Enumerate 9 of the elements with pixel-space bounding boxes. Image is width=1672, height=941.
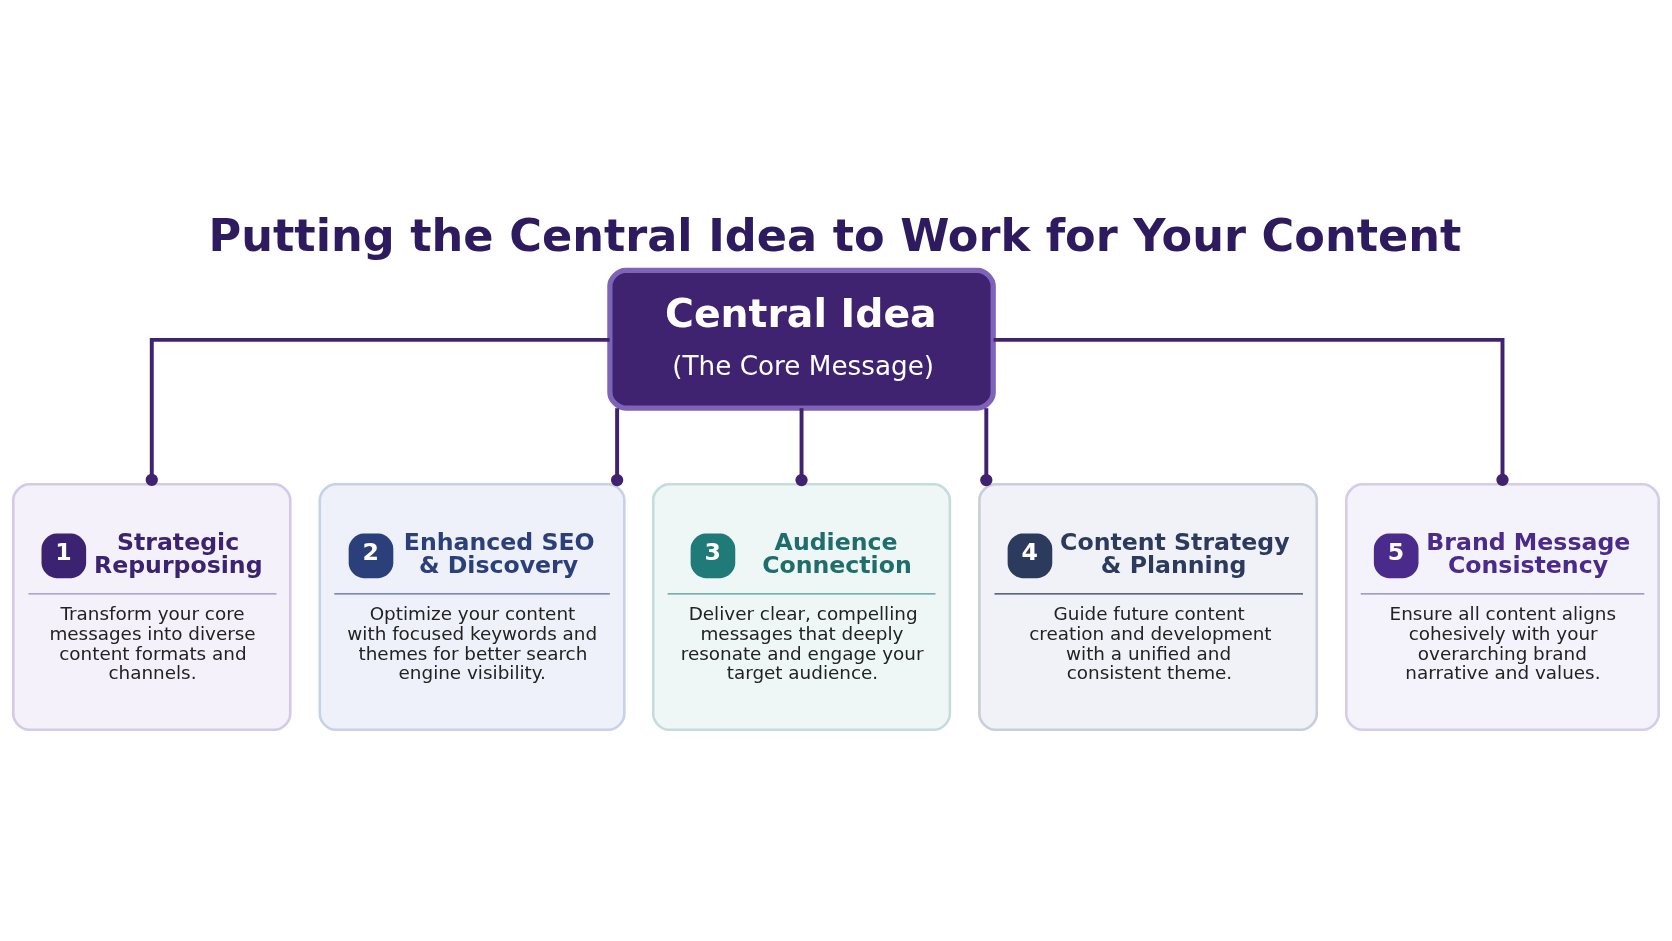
node-box: Central Idea (The Core Message) [607,267,996,411]
node-box: 3 Audience Connection Deliver clear, compelling messages that deeply resonate and engage your target audience. [651,482,952,732]
connector [795,408,808,487]
connector [993,337,1509,486]
connector [145,337,610,486]
connector [610,408,624,487]
connector [980,408,993,487]
diagram-title: Putting the Central Idea to Work for Your Content [208,209,1462,262]
node-box: 2 Enhanced SEO & Discovery Optimize your content with focused keywords and themes for better search engine visibility. [318,482,626,732]
